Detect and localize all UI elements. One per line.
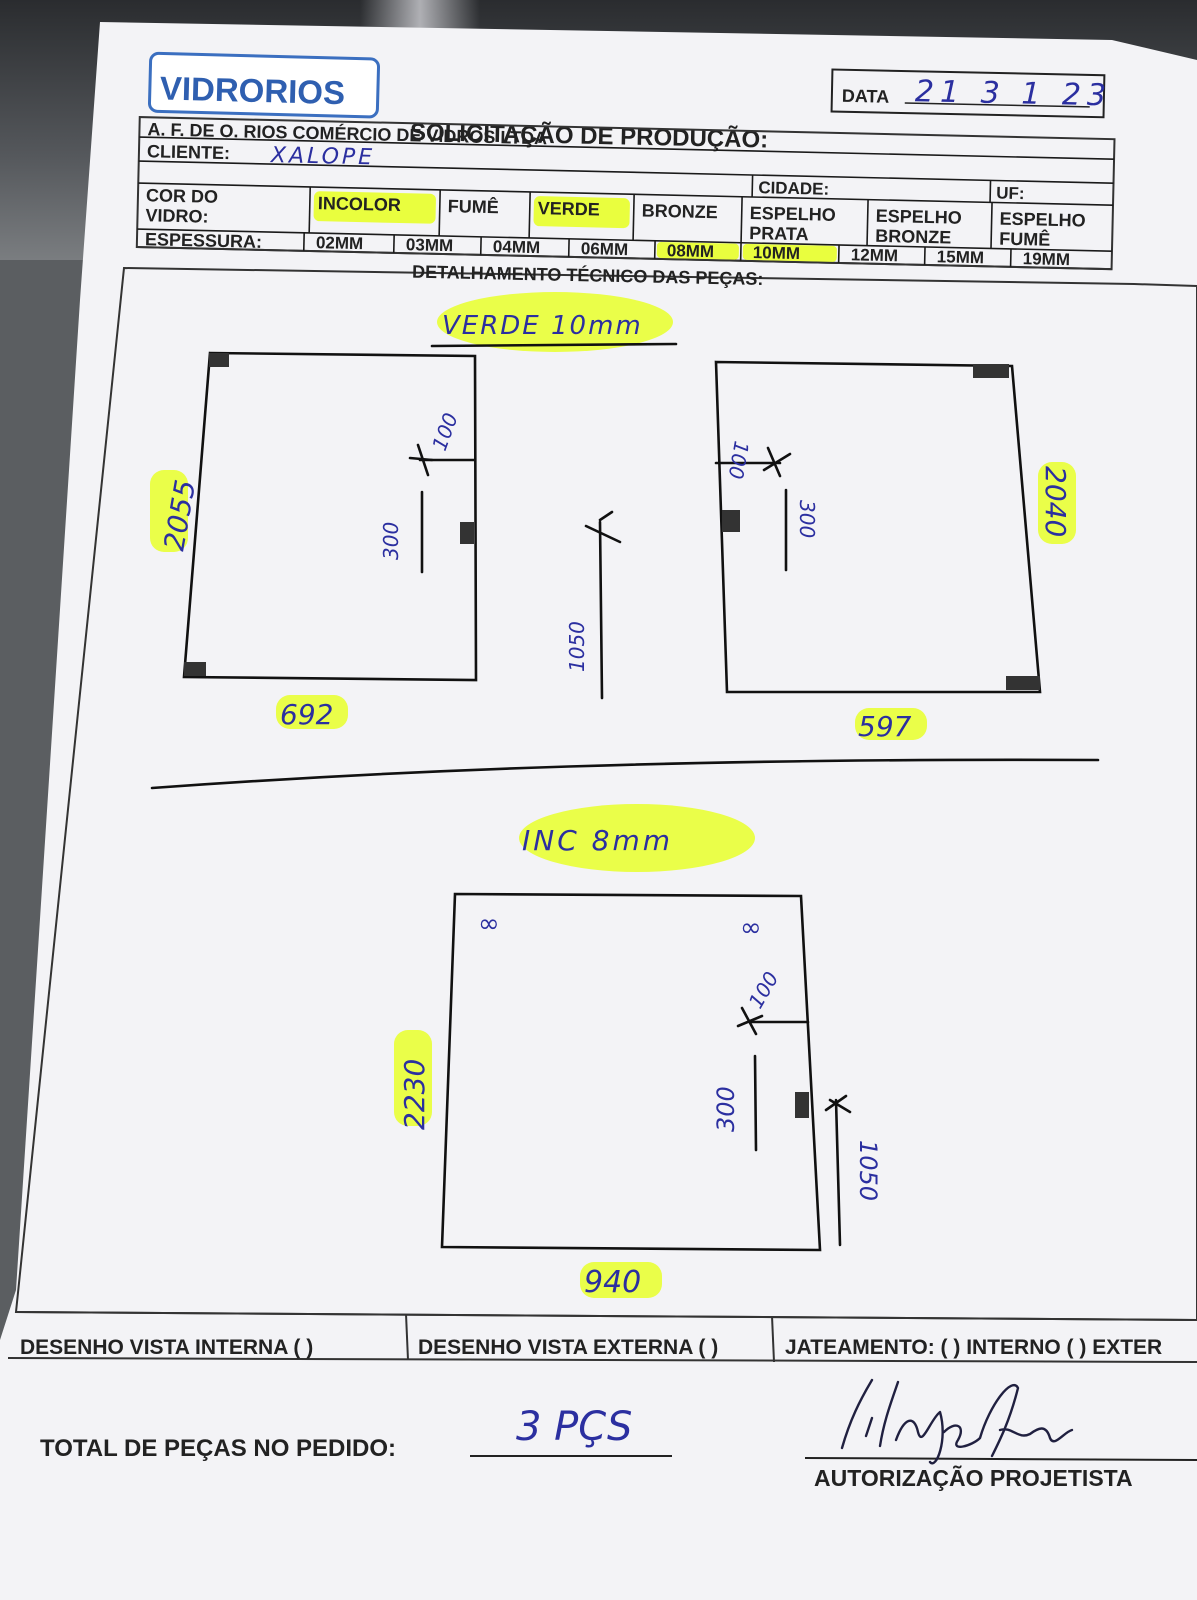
color-option-label: INCOLOR: [318, 193, 401, 215]
detail-box: [14, 266, 1197, 1322]
client-label: CLIENTE:: [147, 141, 230, 163]
color-label-line1: COR DO: [146, 185, 218, 207]
thickness-option-label: 02MM: [316, 233, 364, 253]
piece2-drawing: 2040 597 100 300: [714, 360, 1076, 743]
date-label: DATA: [842, 86, 890, 107]
thickness-option-label: 10MM: [753, 243, 801, 263]
piece3-hole-top-right: ∞: [740, 913, 762, 943]
thickness-option-label: 19MM: [1023, 249, 1071, 269]
piece2-height: 2040: [1039, 466, 1072, 537]
thickness-option-label: 12MM: [851, 245, 899, 265]
color-option-label: ESPELHO: [750, 203, 836, 225]
uf-label: UF:: [996, 184, 1025, 204]
date-box: DATA 21 3 1 23: [830, 68, 1113, 119]
piece1-width: 692: [280, 698, 333, 731]
thickness-option-label: 06MM: [581, 239, 629, 259]
thickness-label: ESPESSURA:: [145, 229, 262, 252]
color-option-label: BRONZE: [642, 200, 718, 222]
color-option-label: FUMÊ: [448, 195, 499, 217]
piece2-slot: 300: [795, 500, 819, 538]
piece1-drawing: 2055 692 100 300: [150, 351, 478, 731]
header-table: A. F. DE O. RIOS COMÉRCIO DE VIDROS LTDA…: [135, 116, 1116, 271]
middle-mark: 1050: [565, 510, 622, 700]
piece3-hole-top-left: ∞: [478, 909, 500, 939]
view-internal-option: DESENHO VISTA INTERNA ( ): [20, 1336, 313, 1359]
section1-note: VERDE 10mm: [442, 311, 643, 341]
piece3-slot: 300: [712, 1086, 740, 1132]
color-option-label-line2: PRATA: [749, 223, 809, 244]
client-value: XALOPE: [270, 143, 376, 170]
thickness-option-label: 15MM: [937, 247, 985, 267]
thickness-option-label: 04MM: [493, 237, 541, 257]
color-option-label: ESPELHO: [999, 209, 1085, 231]
middle-mark-value: 1050: [565, 621, 589, 672]
piece3-handle-mark: 1050: [854, 1140, 882, 1201]
note1-underline: [430, 342, 678, 348]
piece3-height: 2230: [398, 1059, 431, 1130]
color-option-label-line2: BRONZE: [875, 226, 951, 248]
vidrorios-logo: VIDRORIOS: [147, 51, 381, 119]
thickness-option-label: 03MM: [406, 235, 454, 255]
section2-note: INC 8mm: [522, 824, 673, 857]
note2-highlight: [519, 804, 755, 872]
thickness-option-highlight: [656, 241, 739, 260]
thickness-option-label: 08MM: [667, 241, 715, 261]
color-option-highlight: [313, 191, 436, 224]
designer-signature: [840, 1378, 1074, 1465]
total-label: TOTAL DE PEÇAS NO PEDIDO:: [40, 1435, 396, 1462]
view-external-option: DESENHO VISTA EXTERNA ( ): [418, 1336, 718, 1359]
piece2-width: 597: [858, 710, 912, 743]
city-label: CIDADE:: [758, 178, 829, 199]
color-label-line2: VIDRO:: [145, 205, 208, 226]
color-option-label: ESPELHO: [875, 206, 961, 228]
color-option-label: VERDE: [538, 198, 600, 219]
logo-text: VIDRORIOS: [159, 69, 345, 111]
note1-highlight: [437, 292, 673, 352]
thickness-option-highlight: [742, 243, 837, 262]
total-value: 3 PÇS: [516, 1404, 632, 1450]
piece1-slot: 300: [379, 522, 403, 560]
thickness-options: 02MM 03MM 04MM 06MM 08MM 10MM 12MM 15MM 19MM: [136, 232, 1112, 271]
section-separator: [150, 758, 1100, 790]
footer-view-row: DESENHO VISTA INTERNA ( ) DESENHO VISTA …: [7, 1311, 1197, 1363]
color-option-label-line2: FUMÊ: [999, 228, 1050, 250]
piece3-width: 940: [584, 1265, 641, 1300]
color-option-highlight: [533, 196, 630, 229]
footer-total-row: TOTAL DE PEÇAS NO PEDIDO: 3 PÇS AUTORIZA…: [40, 1378, 1197, 1491]
authorization-label: AUTORIZAÇÃO PROJETISTA: [814, 1464, 1133, 1491]
sandblast-option: JATEAMENTO: ( ) INTERNO ( ) EXTER: [785, 1336, 1162, 1359]
date-value: 21 3 1 23: [915, 74, 1113, 113]
